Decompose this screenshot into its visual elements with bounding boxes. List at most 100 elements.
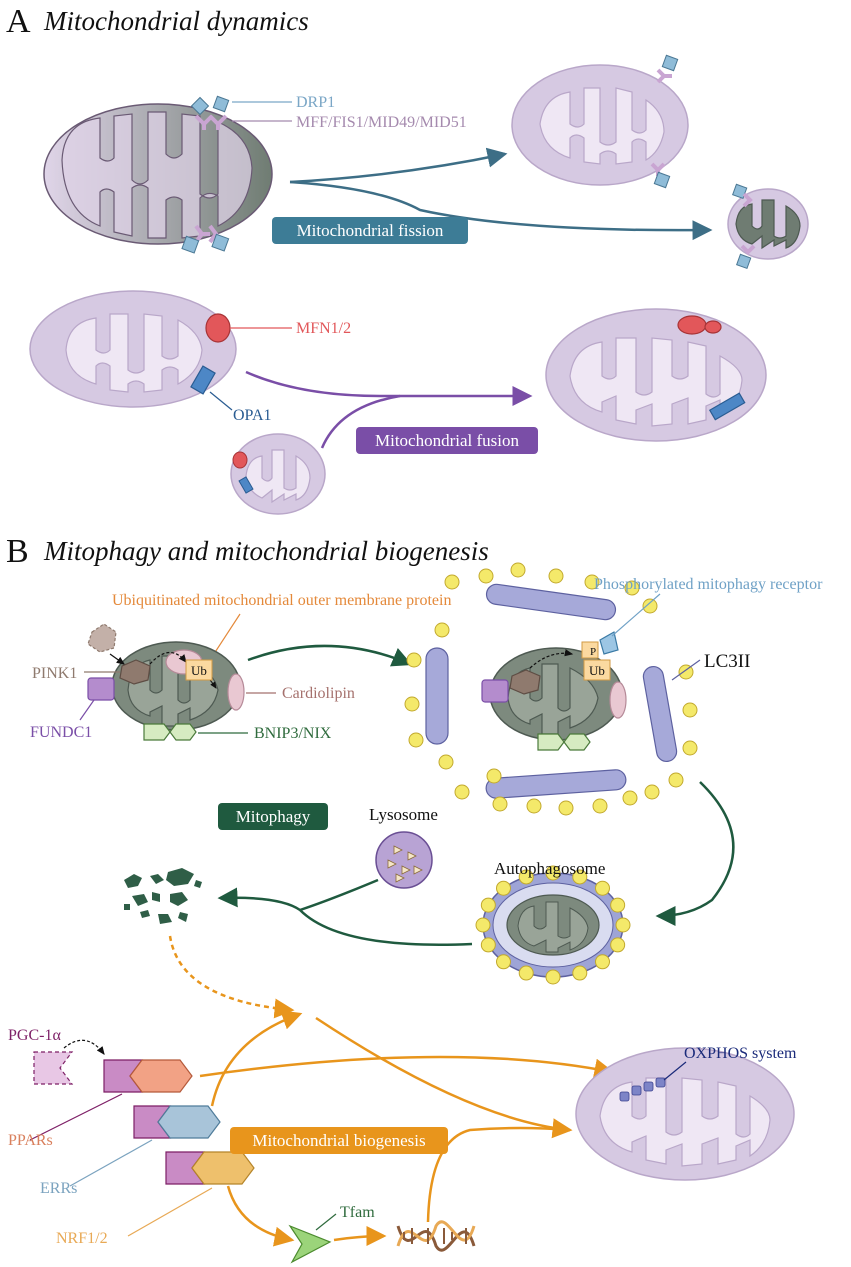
autophagosome-label: Autophagosome [494, 859, 605, 878]
pink1-shape [119, 659, 151, 685]
fission-arrow-upper [289, 147, 508, 184]
mfn-label: MFN1/2 [296, 320, 351, 337]
lc3-dot [486, 768, 502, 784]
ppar-shape [129, 1059, 193, 1093]
lc3-dot [572, 965, 588, 981]
fission-arrow-lower [289, 180, 713, 241]
lc3-dot [594, 954, 610, 970]
feedback-to-mito-arrow [315, 1016, 573, 1139]
lc3-dots-autophagosome [475, 865, 631, 985]
mitochondrion-fission-source [43, 103, 273, 245]
ub-label-2: Ub [589, 663, 605, 678]
autophagosome [482, 872, 624, 978]
mitophagy-label: Mitophagy [236, 807, 311, 826]
ppars-label: PPARs [8, 1132, 53, 1149]
p-label: P [590, 646, 596, 658]
err-arrow [210, 1010, 303, 1107]
lc3-dot [478, 568, 494, 584]
mitochondrion-fission-product-small [727, 183, 809, 270]
tfam-shape [288, 1224, 332, 1264]
lc3-dot [592, 798, 608, 814]
fusion-arrow-upper [245, 370, 533, 406]
fission-box [272, 217, 468, 244]
drp1-mff-complex-top [190, 95, 230, 130]
pgc1a-precursor [33, 1051, 74, 1085]
lc3-dot [404, 696, 420, 712]
panel-a-title: Mitochondrial dynamics [43, 6, 309, 36]
mitophagy-box [218, 803, 328, 830]
mitochondrion-fused [545, 308, 767, 442]
dashed-feedback-arrow [168, 935, 295, 1019]
biogenesis-label: Mitochondrial biogenesis [252, 1131, 425, 1150]
cardiolipin-label: Cardiolipin [282, 685, 355, 702]
lc3-dot [526, 798, 542, 814]
lc3-dot [584, 574, 600, 590]
degradation-arrow [217, 887, 473, 947]
panel-b-title: Mitophagy and mitochondrial biogenesis [43, 536, 489, 566]
oxphos-label: OXPHOS system [684, 1045, 797, 1062]
mtdna-icon [396, 1220, 476, 1252]
lc3-dot [518, 869, 534, 885]
phagophore-engulfment [425, 583, 678, 799]
lc3-dot [510, 562, 526, 578]
dna-mito-arrow [426, 1126, 571, 1223]
lc3-dots-engulfment [404, 562, 698, 816]
nrf-tfam-arrow [226, 1185, 295, 1247]
lc3-dot [615, 917, 631, 933]
lc3-dot [545, 865, 561, 881]
lc3-dot [642, 598, 658, 614]
err-shape [157, 1105, 221, 1139]
lc3-dot [444, 574, 460, 590]
lc3-dot [572, 869, 588, 885]
lc3-dot [408, 732, 424, 748]
panel-a-letter: A [6, 3, 31, 40]
tfam-label: Tfam [340, 1204, 375, 1221]
lc3-dot [480, 897, 496, 913]
nrf-shape [191, 1151, 255, 1185]
ub-label: Ub [191, 663, 207, 678]
lc3-dot [548, 568, 564, 584]
bnip3-shape [169, 723, 197, 741]
degraded-fragments [124, 868, 202, 924]
mitophagy-arrow-right [655, 781, 735, 926]
tfam-dna-arrow [333, 1226, 387, 1247]
mitochondrion-biogenesis [575, 1047, 795, 1181]
errs-label: ERRs [40, 1180, 77, 1197]
pgc1a-label: PGC-1α [8, 1027, 61, 1044]
fundc1-label: FUNDC1 [30, 724, 92, 741]
biogenesis-box [230, 1127, 448, 1154]
drp1-mff-complex-bottom [181, 224, 230, 254]
pink1-precursor [87, 623, 117, 653]
lc3-dot [496, 954, 512, 970]
ub-tag [185, 659, 213, 681]
lc3-dot [610, 937, 626, 953]
fusion-box [356, 427, 538, 454]
lc3-dot [668, 772, 684, 788]
lc3-dot [682, 740, 698, 756]
drp1-label: DRP1 [296, 94, 335, 111]
lc3-dot [496, 880, 512, 896]
lysosome [375, 831, 433, 889]
lc3-dot [475, 917, 491, 933]
lc3-dot [434, 622, 450, 638]
lc3-dot [678, 664, 694, 680]
ubiquitinated-protein-label: Ubiquitinated mitochondrial outer membra… [112, 592, 451, 609]
lysosome-label: Lysosome [369, 805, 438, 824]
mff-label: MFF/FIS1/MID49/MID51 [296, 114, 467, 131]
opa1-label: OPA1 [233, 407, 272, 424]
lc3-dot [518, 965, 534, 981]
mitochondrion-fission-product-large [511, 54, 689, 189]
lc3-dot [545, 969, 561, 985]
fundc1-shape [87, 677, 115, 701]
fusion-label: Mitochondrial fusion [375, 431, 520, 450]
lc3-dot [610, 897, 626, 913]
mitochondrion-fusion-source-small [230, 433, 326, 515]
bnip3-label: BNIP3/NIX [254, 725, 332, 742]
fusion-arrow-lower [320, 394, 401, 449]
lc3-dot [438, 754, 454, 770]
lc3-dot [480, 937, 496, 953]
pink1-label: PINK1 [32, 665, 77, 682]
lc3-dot [594, 880, 610, 896]
lc3-dot [682, 702, 698, 718]
